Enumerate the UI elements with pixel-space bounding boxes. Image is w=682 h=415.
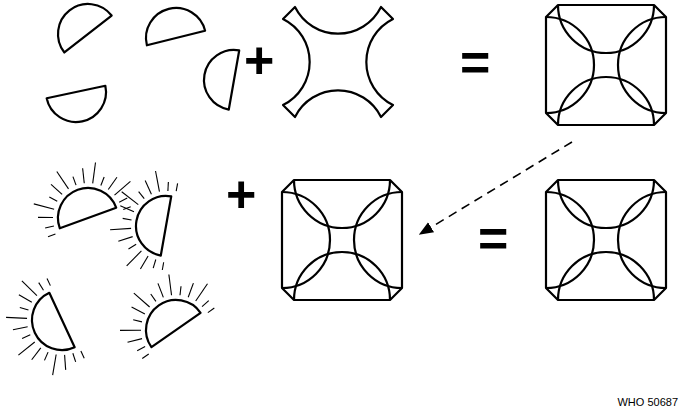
glowing-half-disk <box>0 271 85 385</box>
half-disk <box>47 86 112 128</box>
glowing-half-disk <box>25 149 138 238</box>
bound-complex <box>546 180 666 300</box>
half-disk <box>46 0 112 52</box>
cross-receptor <box>283 7 393 117</box>
figure-number: WHO 50687 <box>617 397 678 408</box>
operator-sign: + <box>244 34 274 86</box>
operator-sign: + <box>226 168 256 220</box>
operator-sign: = <box>460 36 490 88</box>
glowing-half-disk <box>107 255 222 360</box>
bound-complex <box>546 5 666 125</box>
glowing-half-disk <box>104 165 179 273</box>
half-disk <box>140 2 205 46</box>
half-disk <box>199 45 239 109</box>
operator-sign: = <box>478 212 508 264</box>
bound-complex <box>282 180 402 300</box>
